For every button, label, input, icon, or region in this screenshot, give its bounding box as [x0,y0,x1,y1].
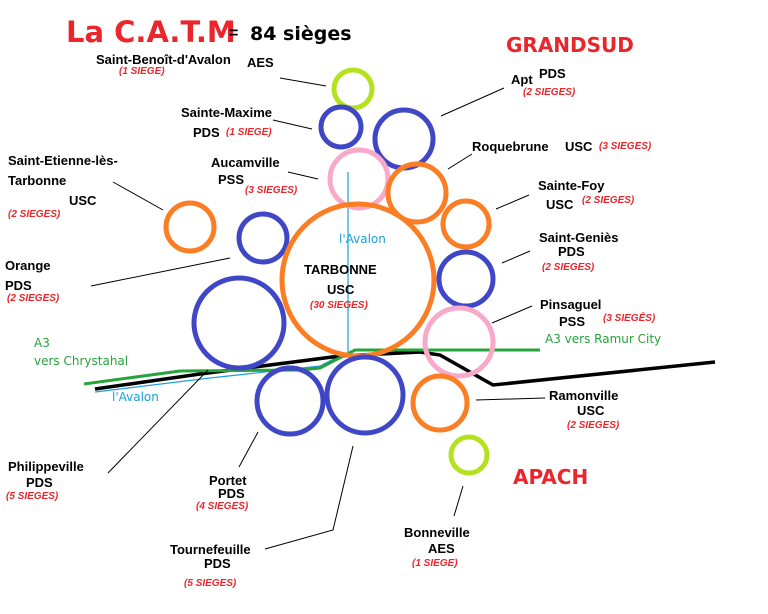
circle-saint-benoit[interactable] [331,67,375,111]
total-seats: 84 sièges [250,23,352,45]
label-sainte-foy-party: USC [546,197,574,212]
label-tournefeuille-seats: (5 SIEGES) [184,578,237,589]
road-black [94,350,716,391]
road-label-a3-west-2: vers Chrystahal [34,354,129,368]
leader-sainte-maxime [272,119,313,130]
label-aucamville-seats: (3 SIEGES) [245,185,298,196]
leader-sainte-foy [495,194,530,210]
circle-aucamville[interactable] [327,147,391,211]
label-tarbonne-party: USC [327,282,355,297]
label-saint-benoit-seats: (1 SIEGE) [119,66,165,77]
label-ramonville-party: USC [577,403,605,418]
region-grandsud: GRANDSUD [506,33,634,57]
label-sainte-foy-name: Sainte-Foy [538,178,605,193]
leader-saint-etienne [112,181,164,211]
leader-saint-genies [501,250,531,264]
label-sainte-maxime-party: PDS [193,125,220,140]
circle-orange[interactable] [236,211,290,265]
leader-apt [440,87,505,117]
circle-saint-genies[interactable] [436,249,496,309]
circle-apt[interactable] [372,107,436,171]
leader-tournefeuille [264,445,354,550]
leader-pinsaguel [491,305,533,324]
label-tournefeuille-name: Tournefeuille [170,542,251,557]
label-apt-name: Apt [511,72,533,87]
label-philippeville-name: Philippeville [8,459,84,474]
label-ramonville-name: Ramonville [549,388,619,403]
commune-circles [163,67,496,476]
label-bonneville-party: AES [428,541,455,556]
road-label-a3-east: A3 vers Ramur City [545,332,662,346]
label-pinsaguel-seats: (3 SIEGĒS) [603,313,656,324]
label-orange-seats: (2 SIEGES) [7,293,60,304]
label-apt-party: PDS [539,66,566,81]
label-tournefeuille-party: PDS [204,556,231,571]
leader-roquebrune [447,153,473,170]
circle-philippeville[interactable] [191,275,287,371]
label-portet-party: PDS [218,486,245,501]
label-philippeville-party: PDS [26,475,53,490]
circle-sainte-foy[interactable] [440,198,492,250]
leader-ramonville [475,397,546,401]
label-saint-genies-name: Saint-Geniès [539,230,619,245]
label-saint-etienne-name-1: Saint-Etienne-lès- [8,153,118,168]
river-label-west: l'Avalon [112,390,159,404]
region-apach: APACH [513,465,589,489]
label-roquebrune-seats: (3 SIEGES) [599,141,652,152]
page-title: La C.A.T.M [66,15,236,49]
label-saint-genies-seats: (2 SIEGES) [542,262,595,273]
road-label-a3-west-1: A3 [34,336,50,350]
leader-orange [90,257,231,287]
label-portet-name: Portet [209,473,247,488]
label-bonneville-seats: (1 SIEGE) [412,558,458,569]
label-tarbonne-seats: (30 SIEGES) [310,300,368,311]
circle-bonneville[interactable] [448,434,490,476]
label-sainte-maxime-name: Sainte-Maxime [181,105,273,120]
label-apt-seats: (2 SIEGES) [523,87,576,98]
label-saint-etienne-party: USC [69,193,97,208]
river-label-north: l'Avalon [339,232,386,246]
circle-ramonville[interactable] [410,373,470,433]
label-aucamville-party: PSS [218,172,245,187]
label-pinsaguel-name: Pinsaguel [540,297,602,312]
label-ramonville-seats: (2 SIEGES) [567,420,620,431]
label-saint-benoit-party: AES [247,55,274,70]
label-orange-party: PDS [5,278,32,293]
leader-aucamville [287,171,319,180]
label-saint-etienne-seats: (2 SIEGES) [8,209,61,220]
circle-pinsaguel[interactable] [422,305,496,379]
leader-philippeville [107,369,209,474]
label-sainte-foy-seats: (2 SIEGES) [582,195,635,206]
leader-saint-benoit [279,77,327,87]
river-avalon-west [94,352,346,393]
circle-sainte-maxime[interactable] [318,104,364,150]
circle-tournefeuille[interactable] [324,354,406,436]
label-aucamville-name: Aucamville [211,155,280,170]
label-philippeville-seats: (5 SIEGES) [6,491,59,502]
label-roquebrune-party: USC [565,139,593,154]
equals-sign: = [229,25,239,42]
label-portet-seats: (4 SIEGES) [196,501,249,512]
label-saint-etienne-name-2: Tarbonne [8,173,67,188]
label-pinsaguel-party: PSS [559,314,586,329]
label-sainte-maxime-seats: (1 SIEGE) [226,127,272,138]
leader-portet [238,431,259,468]
label-saint-benoit-name: Saint-Benoît-d'Avalon [96,52,231,67]
label-orange-name: Orange [5,258,51,273]
label-bonneville-name: Bonneville [404,525,470,540]
circle-saint-etienne[interactable] [163,200,217,254]
circle-portet[interactable] [254,365,326,437]
circle-tarbonne[interactable] [279,201,437,359]
label-saint-genies-party: PDS [558,244,585,259]
leader-bonneville [453,485,464,517]
leader-lines [90,77,546,550]
label-roquebrune-name: Roquebrune [472,139,549,154]
circle-roquebrune[interactable] [385,161,449,225]
label-tarbonne-name: TARBONNE [304,262,377,277]
